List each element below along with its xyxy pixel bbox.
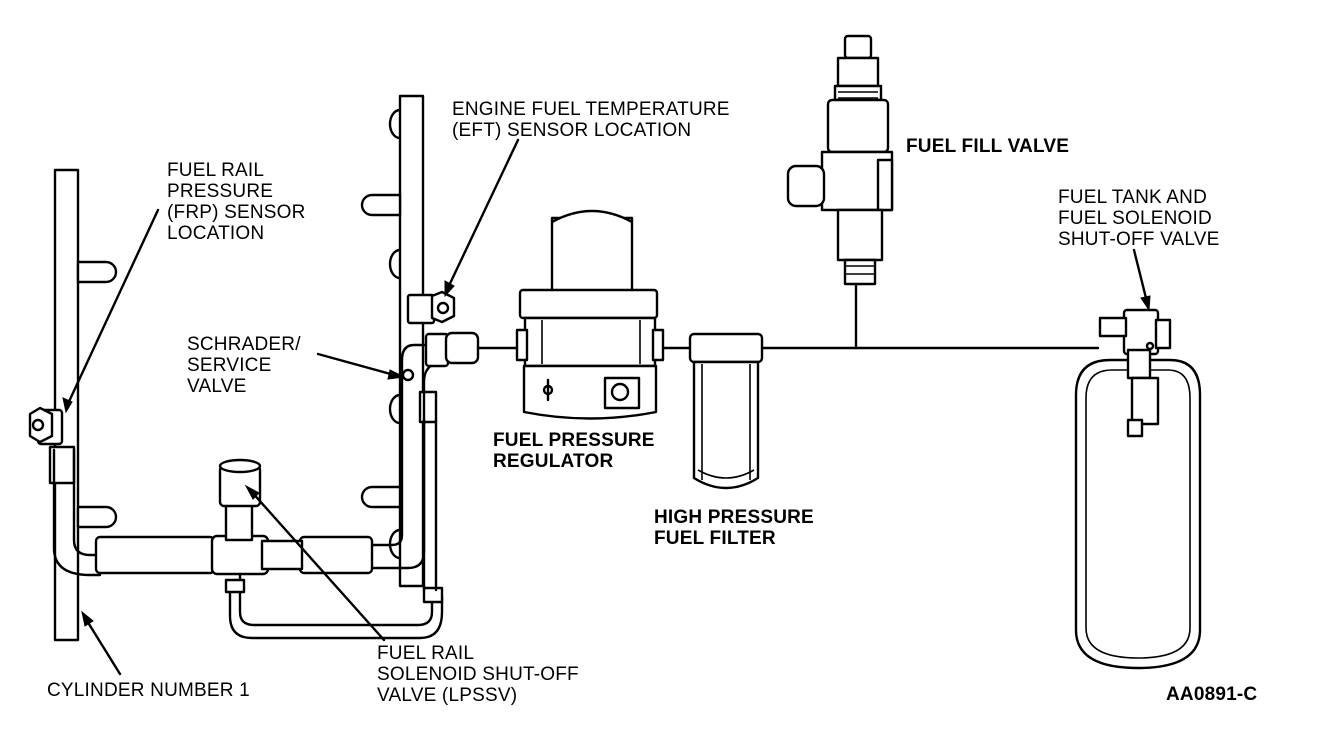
schrader-line-1: SCHRADER/ xyxy=(187,334,301,355)
lpssv-line-2: SOLENOID SHUT-OFF xyxy=(377,664,579,685)
lpssv-valve xyxy=(210,458,304,576)
eft-line-2: (EFT) SENSOR LOCATION xyxy=(452,120,692,141)
tank-line-1: FUEL TANK AND xyxy=(1058,187,1208,208)
fuel-pressure-regulator xyxy=(515,209,665,420)
fuel-fill-valve xyxy=(786,34,894,286)
filter-line-1: HIGH PRESSURE xyxy=(654,507,814,528)
lpssv-line-3: VALVE (LPSSV) xyxy=(377,685,518,706)
fuel-fill-valve-label: FUEL FILL VALVE xyxy=(906,136,1069,157)
figure-id-label: AA0891-C xyxy=(1166,684,1257,705)
left-fuel-rail xyxy=(48,168,118,642)
lpssv-line-1: FUEL RAIL xyxy=(377,643,475,664)
frp-line-4: LOCATION xyxy=(167,223,265,244)
fuel-lines xyxy=(52,331,522,640)
frp-sensor-label: FUEL RAIL PRESSURE (FRP) SENSOR LOCATION xyxy=(167,160,306,244)
cylinder-line-1: CYLINDER NUMBER 1 xyxy=(47,680,250,701)
eft-sensor xyxy=(406,290,456,325)
filter-line-2: FUEL FILTER xyxy=(654,528,776,549)
cylinder-number-label: CYLINDER NUMBER 1 xyxy=(47,680,250,701)
tank-line-2: FUEL SOLENOID xyxy=(1058,208,1212,229)
eft-sensor-label: ENGINE FUEL TEMPERATURE (EFT) SENSOR LOC… xyxy=(452,99,730,141)
regulator-line-1: FUEL PRESSURE xyxy=(493,430,655,451)
frp-sensor xyxy=(28,406,64,446)
frp-line-2: PRESSURE xyxy=(167,181,274,202)
leader-lines xyxy=(62,138,1151,676)
eft-line-1: ENGINE FUEL TEMPERATURE xyxy=(452,99,730,120)
lpssv-label: FUEL RAIL SOLENOID SHUT-OFF VALVE (LPSSV… xyxy=(377,643,579,706)
fuel-tank-label: FUEL TANK AND FUEL SOLENOID SHUT-OFF VAL… xyxy=(1058,187,1220,250)
tank-line-3: SHUT-OFF VALVE xyxy=(1058,229,1220,250)
high-pressure-fuel-filter xyxy=(688,332,764,490)
fill-valve-line-1: FUEL FILL VALVE xyxy=(906,136,1070,157)
schrader-line-2: SERVICE xyxy=(187,355,272,376)
frp-line-1: FUEL RAIL xyxy=(167,160,265,181)
frp-line-3: (FRP) SENSOR xyxy=(167,202,306,223)
schrader-line-3: VALVE xyxy=(187,376,247,397)
schrader-valve-label: SCHRADER/ SERVICE VALVE xyxy=(187,334,301,397)
right-fuel-rail xyxy=(360,94,438,588)
figure-id: AA0891-C xyxy=(1166,684,1258,705)
fuel-tank xyxy=(1074,308,1202,670)
regulator-line-2: REGULATOR xyxy=(493,451,614,472)
high-pressure-filter-label: HIGH PRESSURE FUEL FILTER xyxy=(654,507,814,549)
fuel-pressure-regulator-label: FUEL PRESSURE REGULATOR xyxy=(493,430,655,472)
